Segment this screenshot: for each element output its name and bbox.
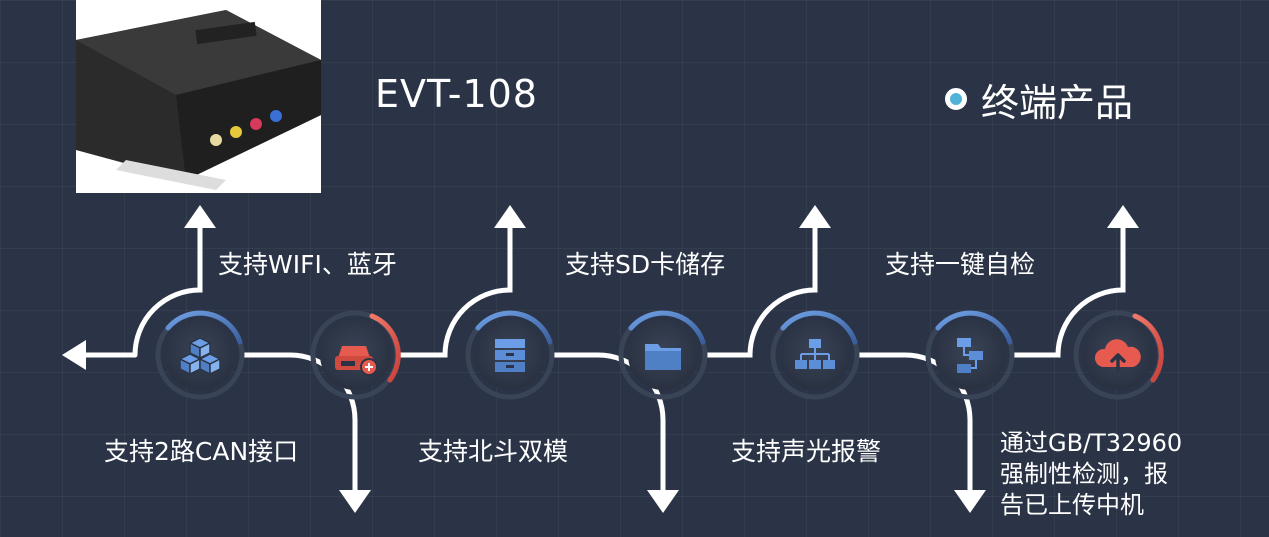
feature-label: 支持一键自检 (885, 250, 1036, 279)
feature-label: 支持北斗双模 (418, 437, 569, 466)
car-add-icon (320, 320, 390, 390)
feature-label: 支持WIFI、蓝牙 (218, 250, 397, 279)
folder-icon (628, 320, 698, 390)
device-photo (76, 0, 321, 193)
cubes-icon (165, 320, 235, 390)
feature-line: 告已上传中机 (1000, 491, 1144, 519)
drawer-icon (475, 320, 545, 390)
feature-certification: 通过GB/T32960 强制性检测，报 告已上传中机 (1000, 428, 1240, 521)
product-title: EVT-108 (375, 72, 538, 116)
feature-line: 通过GB/T32960 (1000, 429, 1183, 457)
feature-line: 强制性检测，报 (1000, 460, 1168, 488)
sitemap-icon (780, 320, 850, 390)
cloud-upload-icon (1083, 320, 1153, 390)
feature-label: 支持声光报警 (731, 437, 882, 466)
feature-label: 支持SD卡储存 (565, 250, 726, 279)
feature-label: 支持2路CAN接口 (104, 437, 299, 466)
bullet-dot-icon (945, 88, 967, 110)
category-label: 终端产品 (981, 80, 1134, 125)
category-tag: 终端产品 (945, 76, 1133, 125)
flowchart-icon (935, 320, 1005, 390)
arrowheads (62, 205, 1139, 513)
